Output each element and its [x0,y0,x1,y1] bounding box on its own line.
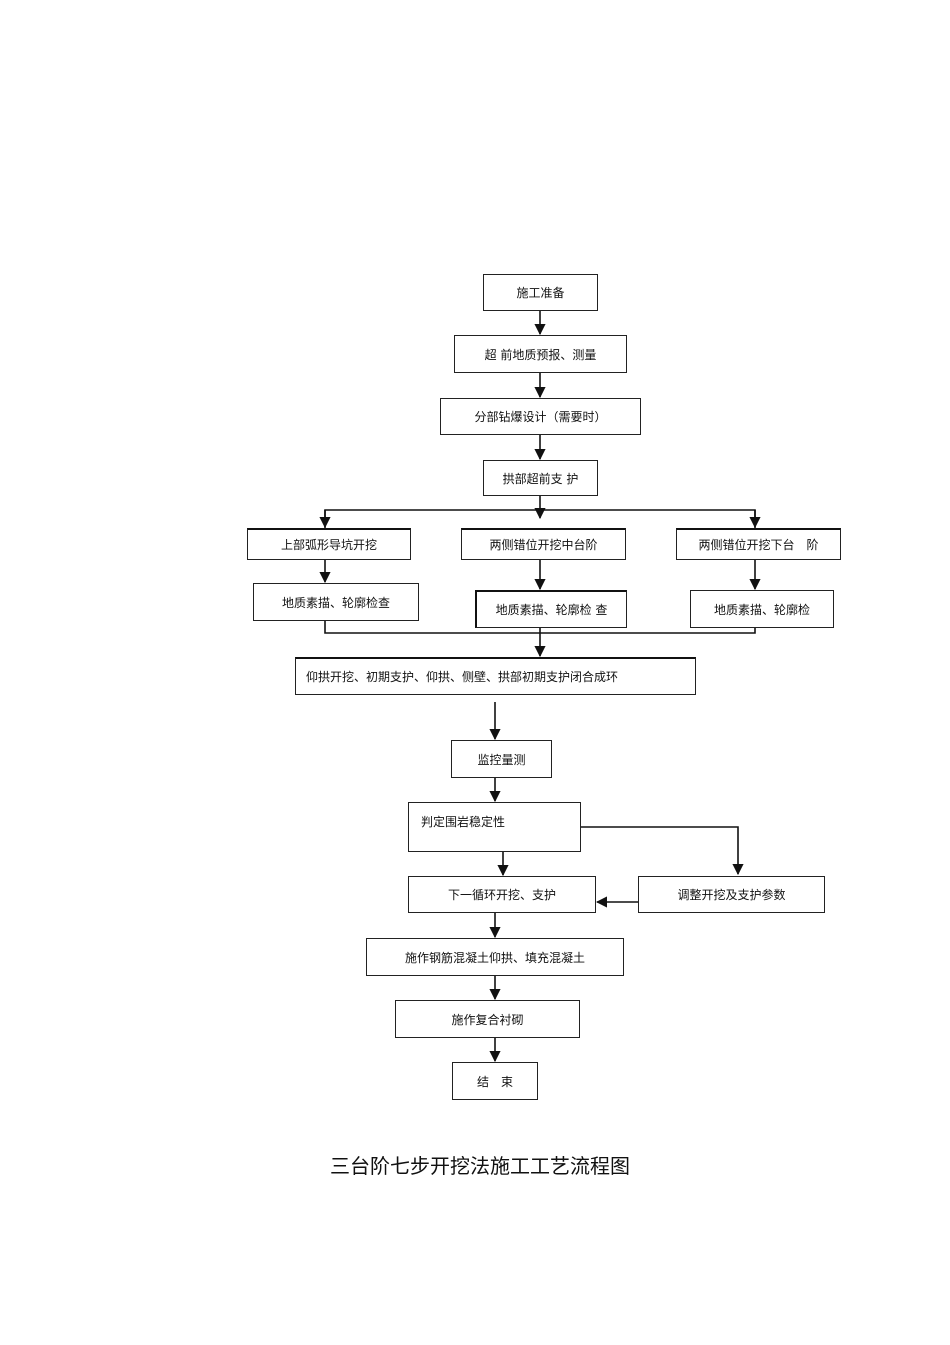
node-next-cycle: 下一循环开挖、支护 [408,876,596,913]
node-inspection-middle: 地质素描、轮廓检 查 [475,590,627,628]
node-inspection-left: 地质素描、轮廓检查 [253,583,419,621]
node-middle-bench: 两侧错位开挖中台阶 [461,528,626,560]
node-advance-geology-survey: 超 前地质预报、测量 [454,335,627,373]
node-adjust-params: 调整开挖及支护参数 [638,876,825,913]
node-arch-advance-support: 拱部超前支 护 [483,460,598,496]
diagram-caption: 三台阶七步开挖法施工工艺流程图 [330,1154,630,1178]
node-inspection-right: 地质素描、轮廓检 [690,590,834,628]
node-monitoring: 监控量测 [451,740,552,778]
merge-bar-left [324,621,540,634]
node-construction-prep: 施工准备 [483,274,598,311]
node-invert-concrete: 施作钢筋混凝土仰拱、填充混凝土 [366,938,624,976]
arrow-9-11 [581,826,744,876]
node-lower-bench: 两侧错位开挖下台 阶 [676,528,841,560]
node-drill-blast-design: 分部钻爆设计（需要时） [440,398,641,435]
node-end: 结 束 [452,1062,538,1100]
node-rock-stability: 判定围岩稳定性 [408,802,581,852]
node-upper-arc-heading: 上部弧形导坑开挖 [247,528,411,560]
node-invert-closure: 仰拱开挖、初期支护、仰拱、侧壁、拱部初期支护闭合成环 [295,657,696,695]
node-composite-lining: 施作复合衬砌 [395,1000,580,1038]
merge-bar-right [540,628,756,634]
